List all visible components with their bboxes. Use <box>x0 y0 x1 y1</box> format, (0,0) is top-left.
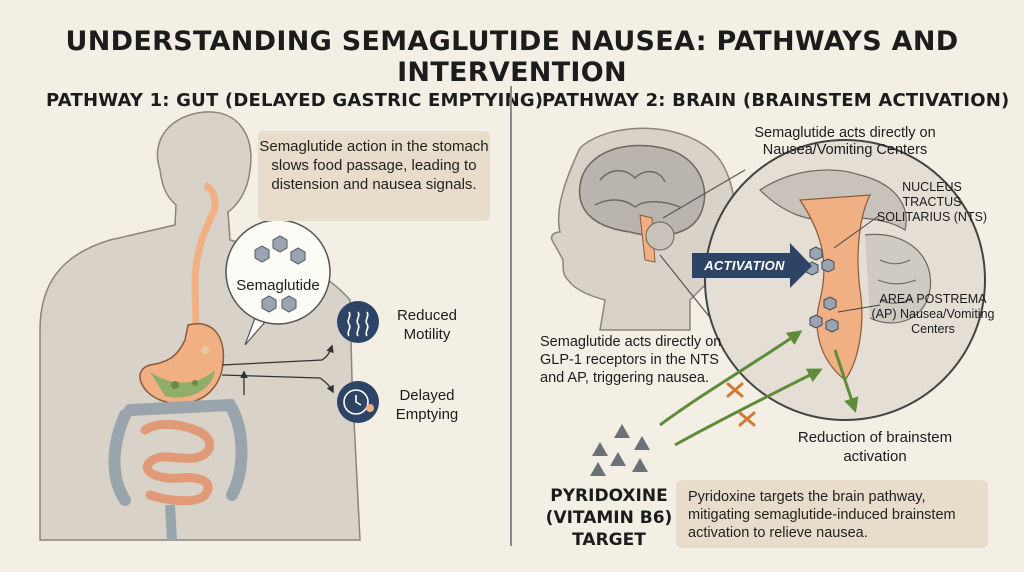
brain-small <box>578 144 706 263</box>
section-divider <box>510 86 512 546</box>
nts-label: NUCLEUS TRACTUS SOLITARIUS (NTS) <box>876 180 988 224</box>
reduced-motility-label: Reduced Motility <box>396 307 458 343</box>
reduction-label: Reduction of brainstem activation <box>797 429 953 465</box>
pathway2-heading: PATHWAY 2: BRAIN (BRAINSTEM ACTIVATION) <box>542 90 1010 111</box>
esophagus <box>191 181 219 331</box>
receptor-note: Semaglutide acts directly on GLP-1 recep… <box>540 334 722 386</box>
nts-leader <box>833 214 881 249</box>
semaglutide-label: Semaglutide <box>236 277 320 294</box>
brain-top-label: Semaglutide acts directly on Nausea/Vomi… <box>754 125 936 158</box>
arrow-to-emptying <box>221 374 334 394</box>
wavy-lines-icon <box>337 301 379 343</box>
gut-callout: Semaglutide action in the stomach slows … <box>258 131 490 221</box>
ap-leader <box>837 304 881 313</box>
delayed-emptying-label: Delayed Emptying <box>395 387 459 423</box>
semaglutide-bubble <box>225 219 331 346</box>
activation-arrow <box>692 243 812 288</box>
intestines <box>108 398 248 541</box>
activation-label: ACTIVATION <box>704 258 785 273</box>
pyridoxine-target-label: PYRIDOXINE (VITAMIN B6) TARGET <box>545 486 673 550</box>
page-title: UNDERSTANDING SEMAGLUTIDE NAUSEA: PATHWA… <box>65 26 959 88</box>
clock-icon <box>337 381 379 423</box>
ap-label: AREA POSTREMA (AP) Nausea/Vomiting Cente… <box>871 292 995 336</box>
pathway1-heading: PATHWAY 1: GUT (DELAYED GASTRIC EMPTYING… <box>46 90 544 111</box>
block-x-icon <box>726 382 756 427</box>
pyridoxine-callout: Pyridoxine targets the brain pathway, mi… <box>676 480 988 548</box>
arrow-to-motility <box>221 344 334 366</box>
stomach <box>139 323 225 405</box>
pyridoxine-arrows <box>659 330 859 447</box>
pyridoxine-molecules <box>590 424 650 476</box>
